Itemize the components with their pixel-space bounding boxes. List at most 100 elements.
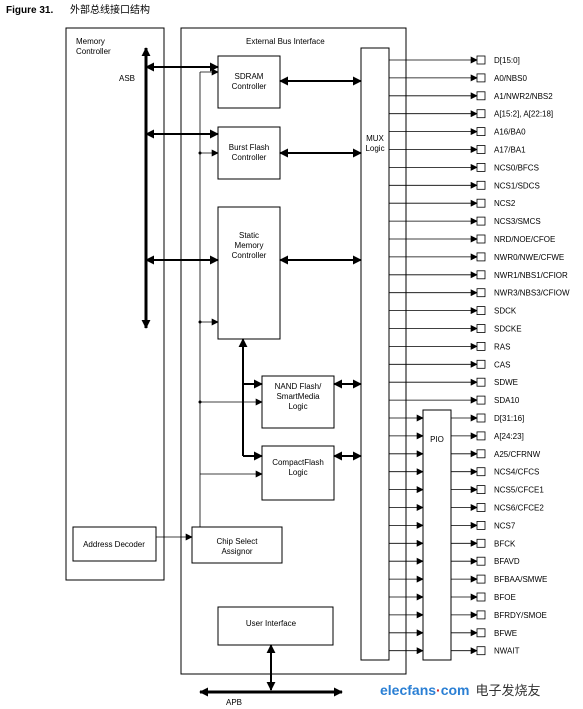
- mux-signal-label: A[15:2], A[22:18]: [494, 110, 553, 119]
- mux-logic-box: [360, 47, 390, 661]
- mux-signal-label: CAS: [494, 360, 510, 369]
- pin-box: [476, 55, 486, 65]
- pin-box: [476, 610, 486, 620]
- pio-box: [422, 409, 452, 661]
- pio-signal-label: D[31:16]: [494, 414, 524, 423]
- pin-box: [476, 306, 486, 316]
- watermark-cn: 电子发烧友: [476, 683, 541, 698]
- junction-dot: [198, 400, 202, 404]
- pio-signal-label: NCS6/CFCE2: [494, 504, 544, 513]
- pin-box: [476, 485, 486, 495]
- pin-box: [476, 413, 486, 423]
- mux-signal-label: SDCKE: [494, 325, 522, 334]
- watermark-site: elecfans: [380, 682, 436, 698]
- chip-select-label-2: Assignor: [221, 547, 252, 556]
- sdram-controller-box: [217, 55, 281, 109]
- address-decoder-box: [72, 526, 157, 562]
- pio-signal-label: NWAIT: [494, 647, 520, 656]
- pin-box: [476, 127, 486, 136]
- compactflash-label-1: CompactFlash: [272, 458, 324, 467]
- pio-label: PIO: [430, 435, 444, 444]
- pio-signal-label: NCS4/CFCS: [494, 468, 539, 477]
- mux-signal-label: NCS1/SDCS: [494, 181, 540, 190]
- mux-signal-label: SDA10: [494, 396, 520, 405]
- chip-select-assignor-box: [191, 526, 283, 564]
- mux-signal-label: NRD/NOE/CFOE: [494, 235, 555, 244]
- pin-box: [476, 341, 486, 351]
- compactflash-label-2: Logic: [288, 468, 307, 477]
- pio-signal-label: BFCK: [494, 539, 516, 548]
- pio-signal-label: BFWE: [494, 629, 517, 638]
- figure-caption: 外部总线接口结构: [70, 3, 150, 16]
- ebi-label: External Bus Interface: [246, 37, 325, 46]
- mux-signal-label: SDWE: [494, 378, 518, 387]
- pio-signal-label: BFRDY/SMOE: [494, 611, 547, 620]
- pin-box: [476, 288, 486, 298]
- mux-signal-label: NCS3/SMCS: [494, 217, 541, 226]
- burst-flash-label-2: Controller: [232, 153, 267, 162]
- mux-signal-label: NCS2: [494, 199, 516, 208]
- pin-box: [476, 467, 486, 477]
- ebi-box: [180, 27, 407, 675]
- pin-box: [476, 145, 486, 154]
- pin-box: [476, 395, 486, 405]
- pin-box: [476, 180, 486, 190]
- watermark-com: com: [441, 682, 470, 698]
- mux-signal-label: A0/NBS0: [494, 74, 527, 83]
- memory-controller-label-2: Controller: [76, 47, 111, 56]
- address-decoder-label: Address Decoder: [83, 540, 145, 549]
- junction-dot: [198, 151, 202, 155]
- nand-flash-label-1: NAND Flash/: [275, 382, 322, 391]
- burst-flash-label-1: Burst Flash: [229, 143, 269, 152]
- pin-box: [476, 359, 486, 369]
- nand-flash-logic-box: [261, 375, 335, 429]
- mux-label-1: MUX: [366, 134, 384, 143]
- pio-signal-label: A[24:23]: [494, 432, 524, 441]
- pin-box: [476, 91, 486, 101]
- pin-box: [476, 73, 486, 83]
- pin-box: [476, 431, 486, 441]
- pin-box: [476, 162, 486, 172]
- figure-number: Figure 31.: [6, 5, 53, 16]
- mux-signal-label: A16/BA0: [494, 128, 526, 137]
- pio-signal-label: NCS7: [494, 521, 516, 530]
- pio-signal-label: BFBAA/SMWE: [494, 575, 547, 584]
- mux-signal-label: NWR1/NBS1/CFIOR: [494, 271, 568, 280]
- user-interface-label: User Interface: [246, 619, 297, 628]
- pin-box: [476, 521, 486, 530]
- pin-box: [476, 592, 486, 602]
- pin-box: [476, 503, 486, 512]
- mux-label-2: Logic: [365, 144, 384, 153]
- pin-box: [476, 234, 486, 244]
- pin-box: [476, 574, 486, 584]
- mux-signal-label: A17/BA1: [494, 146, 526, 155]
- pio-signal-label: BFAVD: [494, 557, 520, 566]
- pin-box: [476, 377, 486, 387]
- nand-flash-label-2: SmartMedia: [276, 392, 320, 401]
- mux-signal-label: SDCK: [494, 307, 517, 316]
- compactflash-logic-box: [261, 445, 335, 501]
- pin-box: [476, 538, 486, 548]
- nand-flash-label-3: Logic: [288, 402, 307, 411]
- mux-signal-label: D[15:0]: [494, 56, 520, 65]
- mux-signal-label: A1/NWR2/NBS2: [494, 92, 553, 101]
- mux-signal-label: NWR3/NBS3/CFIOW: [494, 289, 570, 298]
- pin-box: [476, 252, 486, 262]
- pin-box: [476, 449, 486, 459]
- pin-box: [476, 628, 486, 638]
- sdram-controller-label-1: SDRAM: [235, 72, 264, 81]
- pio-signal-label: A25/CFRNW: [494, 450, 541, 459]
- pin-box: [476, 556, 486, 566]
- junction-dot: [198, 320, 202, 324]
- chip-select-label-1: Chip Select: [217, 537, 259, 546]
- mux-signal-label: NCS0/BFCS: [494, 163, 539, 172]
- pin-box: [476, 646, 486, 656]
- static-memory-label-3: Controller: [232, 251, 267, 260]
- static-memory-label-2: Memory: [235, 241, 264, 250]
- mux-signal-label: RAS: [494, 342, 510, 351]
- mux-signal-label: NWR0/NWE/CFWE: [494, 253, 564, 262]
- static-memory-controller-box: [217, 206, 281, 340]
